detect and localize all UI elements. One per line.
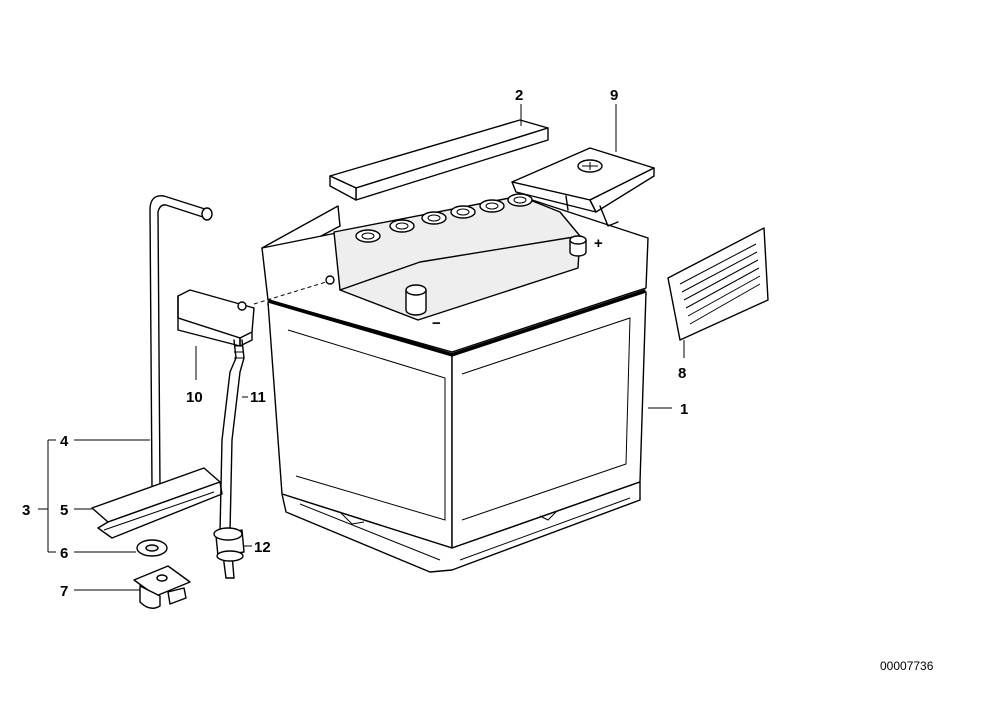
rod-end [201, 207, 213, 221]
callout-3: 3 [22, 502, 30, 519]
washer [136, 539, 168, 557]
base-groove-left [299, 503, 441, 561]
vent-connector [177, 289, 255, 347]
callout-9: 9 [610, 87, 618, 104]
battery: + − [261, 193, 649, 573]
clamp-plate-front [97, 481, 223, 539]
label-plate [667, 227, 769, 341]
terminal-cover [511, 147, 655, 227]
callout-5: 5 [60, 502, 68, 519]
label-plate-outline [667, 227, 769, 341]
grommet [213, 527, 245, 562]
negative-terminal [405, 284, 427, 316]
nut-clip [133, 565, 191, 609]
callout-4: 4 [60, 433, 69, 450]
rod-inner [157, 204, 207, 489]
vent-caps [355, 193, 533, 243]
callout-8: 8 [678, 365, 686, 382]
callout-2: 2 [515, 87, 523, 104]
positive-terminal [569, 235, 587, 257]
rod-outer [149, 195, 209, 489]
minus-mark: − [432, 315, 441, 332]
assembly-line [253, 281, 327, 305]
cell-cover-edge [339, 235, 581, 291]
cover-strip [329, 119, 549, 201]
label-text-lines [679, 243, 761, 325]
callout-10: 10 [186, 389, 203, 406]
battery-base [281, 481, 641, 573]
leader-lines [38, 104, 685, 591]
clamp-plate [91, 467, 223, 539]
bracket-3 [38, 439, 56, 553]
base-groove-right [459, 497, 631, 561]
vent-port [325, 275, 335, 285]
callouts: 1 2 3 4 5 6 7 8 9 10 11 12 [22, 87, 688, 600]
front-panel-inset [287, 329, 446, 521]
cover-strip-top [329, 119, 549, 189]
callout-7: 7 [60, 583, 68, 600]
holder-rod [149, 195, 213, 489]
callout-1: 1 [680, 401, 688, 418]
callout-11: 11 [250, 389, 266, 406]
side-panel-inset [461, 317, 631, 521]
callout-6: 6 [60, 545, 68, 562]
diagram-reference-number: 00007736 [880, 659, 934, 673]
plus-mark: + [594, 235, 603, 252]
callout-12: 12 [254, 539, 271, 556]
